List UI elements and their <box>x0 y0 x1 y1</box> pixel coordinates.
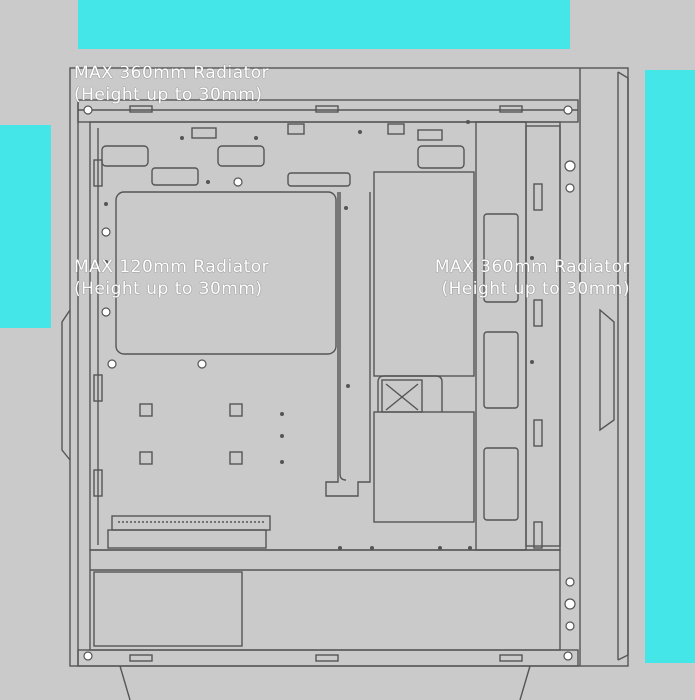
case-outer-frame <box>69 67 629 667</box>
side-radiator-height: (Height up to 30mm) <box>441 279 630 299</box>
front-radiator-highlight <box>0 125 51 328</box>
top-radiator-highlight <box>78 0 570 49</box>
top-radiator-height: (Height up to 30mm) <box>74 85 263 105</box>
drive-bay-lower <box>373 411 475 523</box>
front-radiator-height: (Height up to 30mm) <box>74 279 263 299</box>
top-radiator-size: MAX 360mm Radiator <box>74 63 270 83</box>
side-radiator-size: MAX 360mm Radiator <box>434 257 630 277</box>
psu-shroud <box>89 549 561 651</box>
cpu-cutout <box>115 191 337 355</box>
side-radiator-highlight <box>645 70 695 663</box>
top-radiator-label: MAX 360mm Radiator (Height up to 30mm) <box>74 62 269 106</box>
front-radiator-label: MAX 120mm Radiator (Height up to 30mm) <box>74 256 269 300</box>
psu-window <box>93 571 243 647</box>
front-radiator-size: MAX 120mm Radiator <box>74 257 270 277</box>
side-radiator-label: MAX 360mm Radiator (Height up to 30mm) <box>408 256 630 300</box>
